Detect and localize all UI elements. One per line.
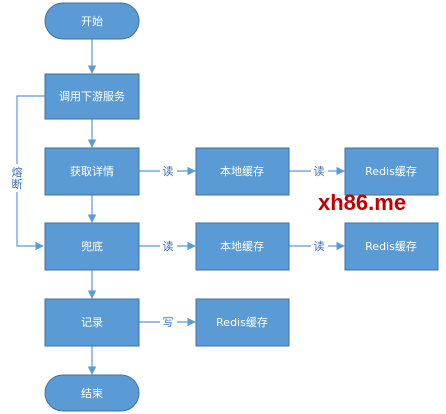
edge-label-read-2: 读 xyxy=(314,164,325,178)
node-redis-cache-2-label: Redis缓存 xyxy=(365,239,417,253)
node-local-cache-2: 本地缓存 xyxy=(195,222,290,271)
watermark-text: xh86.me xyxy=(318,190,406,215)
edge-label-write: 写 xyxy=(163,316,174,329)
node-local-cache-2-label: 本地缓存 xyxy=(220,239,264,253)
node-local-cache-1: 本地缓存 xyxy=(195,147,290,196)
node-local-cache-1-label: 本地缓存 xyxy=(220,164,264,178)
edge-label-read-1: 读 xyxy=(163,164,174,178)
node-redis-cache-1-label: Redis缓存 xyxy=(365,164,417,178)
node-fallback-label: 兜底 xyxy=(81,239,103,253)
node-redis-cache-1: Redis缓存 xyxy=(344,147,439,196)
node-record-label: 记录 xyxy=(81,316,103,329)
node-call-downstream-label: 调用下游服务 xyxy=(59,90,125,103)
node-get-detail: 获取详情 xyxy=(44,147,140,196)
node-end-label: 结束 xyxy=(81,387,103,400)
node-call-downstream: 调用下游服务 xyxy=(44,73,140,120)
node-redis-cache-2: Redis缓存 xyxy=(344,222,439,271)
node-start-label: 开始 xyxy=(81,14,103,28)
edge-labels: 读 读 读 读 写 熔断 xyxy=(10,164,325,329)
node-redis-cache-3-label: Redis缓存 xyxy=(216,315,268,329)
edge-label-read-4: 读 xyxy=(314,239,325,253)
node-redis-cache-3: Redis缓存 xyxy=(195,298,290,347)
edge-label-circuit-break: 熔断 xyxy=(12,165,23,191)
edge-label-read-3: 读 xyxy=(163,239,174,253)
node-fallback: 兜底 xyxy=(44,222,140,271)
node-end: 结束 xyxy=(44,374,140,412)
node-get-detail-label: 获取详情 xyxy=(70,164,114,178)
node-start: 开始 xyxy=(44,2,140,40)
node-record: 记录 xyxy=(44,298,140,347)
